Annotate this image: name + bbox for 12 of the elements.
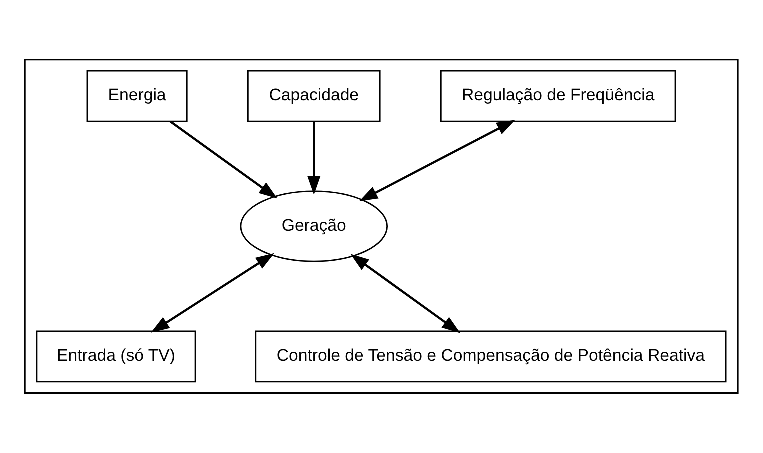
cluster xyxy=(24,59,739,394)
arrow xyxy=(151,253,275,333)
arrow xyxy=(308,122,321,196)
arrow xyxy=(359,120,516,202)
node-box: Entrada (só TV) xyxy=(36,330,196,383)
node-box: Capacidade xyxy=(247,70,381,122)
node-box: Regulação de Freqüência xyxy=(440,70,676,122)
arrow xyxy=(350,254,461,334)
arrow xyxy=(170,120,278,199)
node-box: Controle de Tensão e Compensação de Potência Reativa xyxy=(255,330,727,383)
node-ellipse: Geração xyxy=(240,190,388,262)
node-box: Energia xyxy=(86,70,188,122)
